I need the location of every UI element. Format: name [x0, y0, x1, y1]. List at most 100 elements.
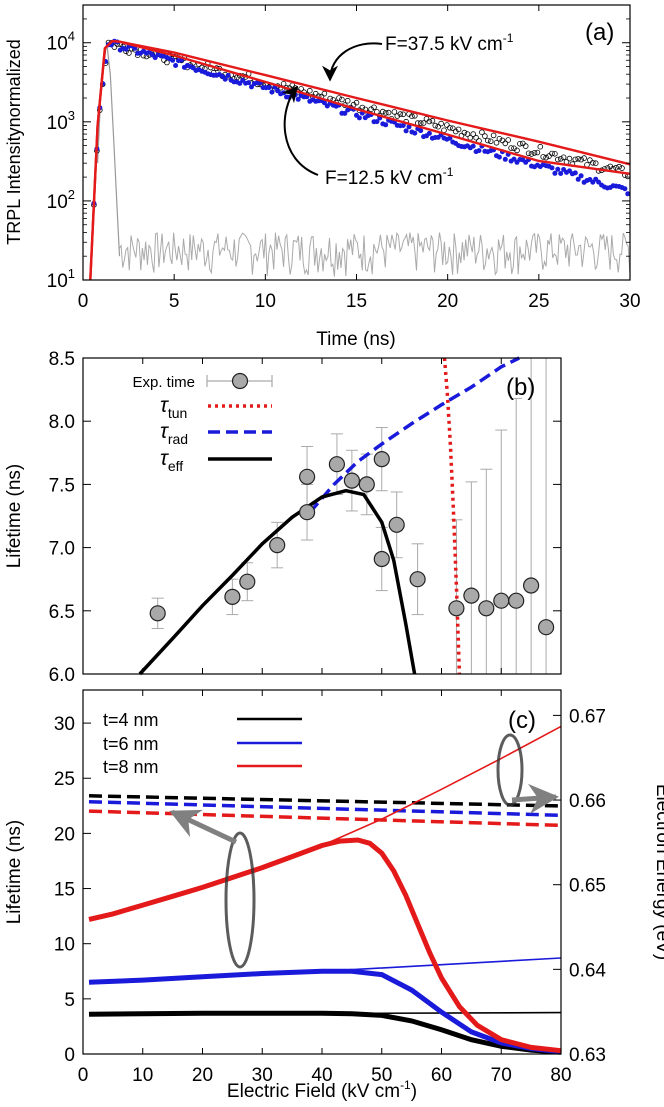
data-point-high-field — [514, 147, 520, 154]
data-point-high-field — [379, 108, 386, 115]
y-tick-label: 30 — [54, 714, 75, 735]
data-point-high-field — [336, 95, 342, 101]
panel-c-y-axis-title: Lifetime (ns) — [4, 820, 25, 925]
legend-entry-3: τeff — [160, 447, 272, 474]
y-tick-label: 7.0 — [49, 539, 75, 560]
annotation-high-field: F=37.5 kV cm-1 — [385, 31, 514, 55]
data-point-high-field — [546, 153, 552, 159]
data-point-low-field — [281, 90, 287, 96]
data-point-high-field — [339, 96, 345, 103]
curve-radiative-thin — [88, 957, 562, 984]
data-point-high-field — [540, 154, 546, 160]
data-point — [388, 516, 405, 533]
data-point-high-field — [420, 120, 427, 126]
panel-c-y2-axis-title: Electron Energy (eV) — [652, 784, 664, 960]
data-point-high-field — [455, 126, 462, 133]
data-point-high-field — [344, 97, 351, 104]
curve-tau-tun — [442, 357, 462, 675]
data-point-high-field — [578, 156, 584, 163]
data-point-low-field — [511, 156, 517, 162]
data-point-high-field — [432, 122, 439, 129]
data-point-high-field — [298, 86, 304, 92]
data-point-high-field — [613, 164, 619, 171]
data-point-high-field — [581, 155, 587, 161]
legend-entry-0: Exp. time — [132, 372, 273, 391]
panel-b-marks — [138, 356, 555, 676]
data-point-high-field — [619, 165, 625, 171]
data-point-low-field — [249, 84, 254, 90]
fit-line-low-field — [89, 39, 631, 281]
instrument-response-line — [97, 42, 121, 257]
x-tick-label: 0 — [78, 1065, 89, 1086]
legend-label: Exp. time — [132, 374, 195, 391]
data-point-high-field — [368, 106, 374, 112]
data-point-high-field — [482, 133, 488, 139]
left-axis-indicator-loop — [224, 831, 256, 969]
data-point-high-field — [461, 129, 468, 136]
curve-energy-dashed — [88, 794, 562, 808]
x-tick-label: 10 — [255, 291, 276, 312]
data-point-low-field — [383, 122, 389, 128]
data-point-high-field — [473, 134, 479, 141]
data-point-high-field — [353, 99, 360, 106]
data-point-low-field — [470, 143, 476, 149]
y-tick-label: 20 — [54, 824, 75, 845]
data-point-high-field — [409, 113, 415, 119]
data-point-high-field — [397, 111, 404, 117]
data-point-high-field — [394, 113, 401, 119]
data-point — [343, 472, 360, 489]
data-point-high-field — [411, 113, 418, 119]
data-point-high-field — [438, 120, 444, 127]
panel-b-y-axis-title: Lifetime (ns) — [4, 464, 25, 569]
data-point-low-field — [476, 148, 482, 154]
background-noise-line — [119, 231, 631, 277]
data-point-low-field — [552, 170, 558, 176]
data-point — [448, 600, 465, 617]
data-point-high-field — [429, 117, 436, 124]
x-tick-label: 50 — [371, 1065, 392, 1086]
data-point — [493, 592, 510, 609]
y2-tick-label: 0.65 — [569, 876, 606, 897]
y-tick-label: 102 — [47, 187, 75, 213]
right-axis-indicator-loop — [496, 733, 524, 807]
data-point — [239, 573, 256, 590]
data-point-high-field — [534, 149, 541, 156]
x-tick-label: 0 — [78, 291, 89, 312]
y-tick-label: 101 — [47, 266, 75, 292]
data-point-high-field — [543, 154, 549, 161]
legend-label: τeff — [160, 447, 183, 474]
legend-marker — [231, 372, 249, 390]
x-tick-label: 15 — [346, 291, 367, 312]
data-point-high-field — [528, 151, 535, 157]
data-point-high-field — [391, 109, 398, 115]
y-tick-label: 6.5 — [49, 602, 75, 623]
data-point-low-field — [502, 156, 508, 162]
data-point-high-field — [517, 141, 523, 147]
curve-radiative-thin — [88, 725, 562, 921]
y-tick-label: 104 — [47, 29, 75, 55]
panel-a-label: (a) — [585, 19, 614, 46]
y-tick-label: 6.0 — [49, 665, 75, 686]
data-point-low-field — [403, 128, 409, 134]
annotation-low-field: F=12.5 kV cm-1 — [325, 165, 454, 189]
legend-entry-2: τrad — [160, 420, 272, 447]
x-tick-label: 5 — [169, 291, 180, 312]
panel-c-label: (c) — [508, 707, 536, 734]
data-point-high-field — [531, 150, 538, 156]
data-point-high-field — [575, 156, 581, 162]
x-tick-label: 30 — [619, 291, 640, 312]
data-point-high-field — [537, 143, 544, 150]
data-point-low-field — [400, 123, 406, 128]
panel-c-marks — [88, 725, 562, 1055]
data-point-low-field — [426, 130, 432, 136]
data-point-low-field — [321, 100, 327, 106]
panel-b-x-ticks — [82, 358, 562, 674]
right-axis-arrow — [511, 783, 559, 814]
y2-tick-label: 0.63 — [569, 1045, 606, 1066]
data-point-low-field — [374, 119, 380, 125]
data-point-high-field — [423, 116, 430, 122]
data-point-low-field — [225, 73, 231, 78]
